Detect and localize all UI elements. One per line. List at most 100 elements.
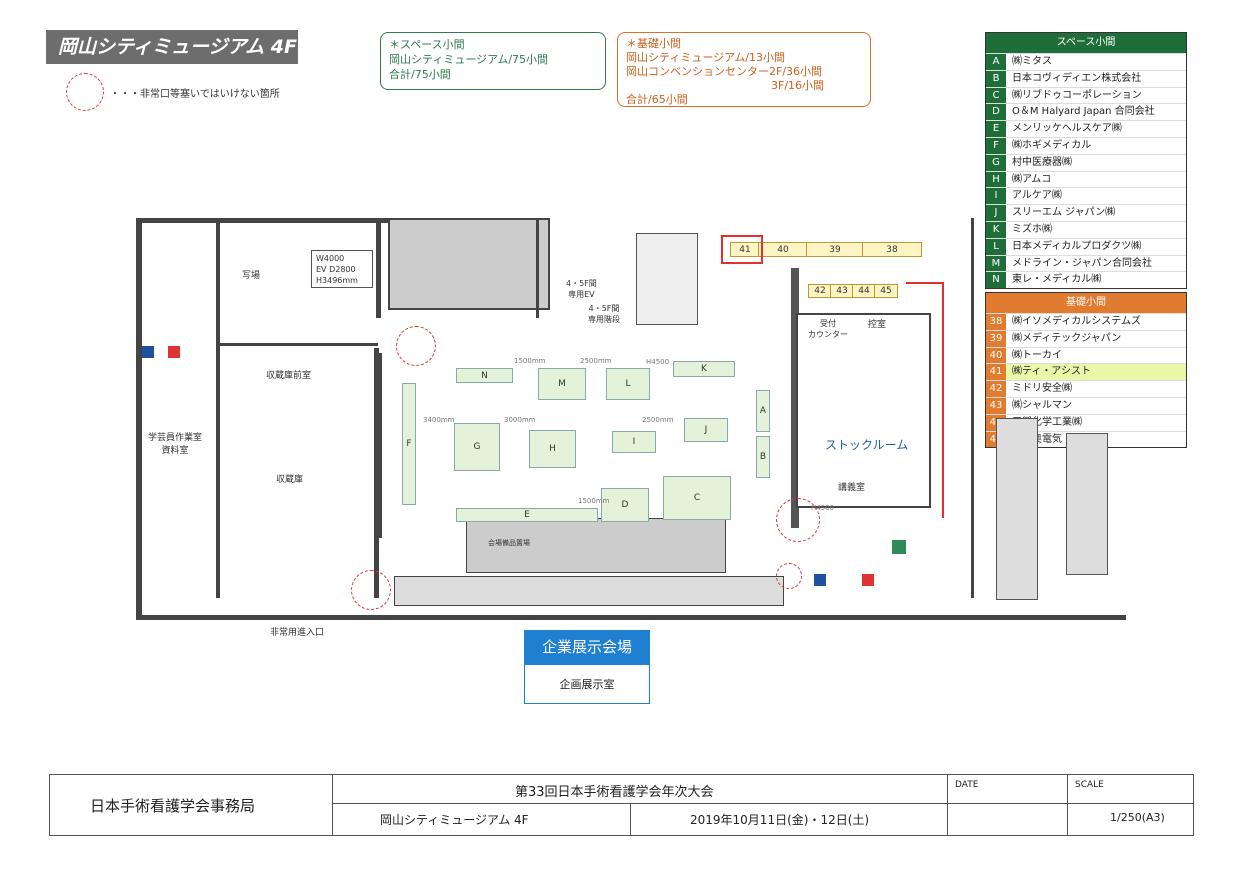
- legend-text: ・・・非常口等塞いではいけない箇所: [110, 89, 280, 100]
- emergency-exit-marker: [776, 498, 820, 542]
- list-item-name: ミズホ㈱: [1012, 223, 1052, 235]
- basic-summary-line: 岡山シティミュージアム/13小間: [626, 51, 786, 64]
- space-list-heading: スペース小間: [986, 33, 1186, 53]
- list-item-key: A: [986, 54, 1006, 70]
- room-photo: 写場: [242, 271, 261, 281]
- dim-label: H4500: [811, 504, 835, 512]
- list-item-name: アルケア㈱: [1012, 190, 1062, 202]
- mens-restroom-icon: [142, 346, 154, 358]
- list-item-key: E: [986, 121, 1006, 137]
- space-booth-n: N: [456, 368, 513, 383]
- basic-booth-39: 39: [806, 242, 864, 257]
- basic-booth-44: 44: [852, 284, 876, 298]
- list-item-key: M: [986, 255, 1006, 272]
- date-label: DATE: [955, 780, 979, 790]
- list-item: 40㈱トーカイ: [986, 346, 1186, 364]
- list-item-key: L: [986, 238, 1006, 255]
- space-booth-l: L: [606, 368, 650, 400]
- room-venue-storage: 会場備品置場: [488, 539, 530, 547]
- room-storage: 収蔵庫: [276, 475, 304, 485]
- list-item: 39㈱メディテックジャパン: [986, 329, 1186, 347]
- wall: [996, 418, 1038, 600]
- space-booth-c: C: [663, 476, 731, 520]
- space-booth-f: F: [402, 383, 416, 505]
- wall: [218, 343, 378, 346]
- dim-label: H4500: [646, 358, 670, 366]
- dim-label: 1500mm: [578, 497, 610, 505]
- list-item-key: I: [986, 188, 1006, 205]
- list-item-name: ㈱トーカイ: [1012, 349, 1062, 361]
- wall: [136, 615, 1126, 620]
- wall: [394, 576, 784, 606]
- list-item: F㈱ホギメディカル: [986, 136, 1186, 154]
- list-item-name: 村中医療器㈱: [1012, 156, 1072, 168]
- basic-booth-43: 43: [830, 284, 854, 298]
- list-item-key: 38: [986, 314, 1006, 330]
- room-reception-line: カウンター: [808, 330, 848, 339]
- list-item-key: B: [986, 70, 1006, 87]
- list-item-name: ミドリ安全㈱: [1012, 383, 1072, 395]
- list-item-key: 39: [986, 330, 1006, 347]
- office-name: 日本手術看護学会事務局: [90, 797, 256, 815]
- wall: [136, 218, 550, 223]
- space-booth-i: I: [612, 431, 656, 453]
- room-ev45-line: 専用EV: [568, 290, 595, 299]
- emergency-exit-marker: [396, 326, 436, 366]
- dim-label: 3000mm: [504, 416, 536, 424]
- space-booth-j: J: [684, 418, 728, 442]
- room-emergency-entrance: 非常用進入口: [270, 628, 325, 638]
- list-item-key: 41: [986, 364, 1006, 381]
- title-block: 日本手術看護学会事務局 第33回日本手術看護学会年次大会 岡山シティミュージアム…: [49, 774, 1194, 836]
- list-item: 43㈱シャルマン: [986, 396, 1186, 414]
- route-line: [906, 282, 944, 284]
- space-booth-e: E: [456, 508, 598, 522]
- space-summary-line: 岡山シティミュージアム/75小間: [389, 53, 549, 66]
- basic-booth-45: 45: [874, 284, 898, 298]
- route-line: [942, 282, 944, 518]
- room-curator-line: 学芸員作業室: [148, 433, 203, 443]
- conference-name: 第33回日本手術看護学会年次大会: [515, 785, 714, 800]
- space-booth-a: A: [756, 390, 770, 432]
- space-booth-d: D: [601, 488, 649, 522]
- space-booth-k: K: [673, 361, 735, 377]
- accessible-restroom-icon: [892, 540, 906, 554]
- list-item-name: ㈱リブドゥコーポレーション: [1012, 89, 1142, 101]
- wall: [388, 218, 550, 310]
- room-storage-front: 収蔵庫前室: [266, 371, 312, 381]
- list-item-name: ㈱ホギメディカル: [1012, 139, 1092, 151]
- list-item: 38㈱イソメディカルシステムズ: [986, 313, 1186, 330]
- list-item-key: D: [986, 104, 1006, 121]
- list-item-key: J: [986, 205, 1006, 221]
- list-item: 41㈱ティ・アシスト: [986, 363, 1186, 381]
- list-item: C㈱リブドゥコーポレーション: [986, 86, 1186, 104]
- space-booth-g: G: [454, 423, 500, 471]
- list-item-key: H: [986, 171, 1006, 188]
- room-curator: 学芸員作業室 資料室: [148, 430, 202, 456]
- dim-label: 2500mm: [642, 416, 674, 424]
- basic-summary-line: 合計/65小間: [626, 93, 688, 106]
- basic-booth-40: 40: [758, 242, 808, 257]
- wall: [971, 218, 974, 598]
- room-lecture: 講義室: [838, 483, 866, 493]
- room-stairs45-line: 4・5F間: [588, 304, 620, 313]
- list-item-name: メドライン・ジャパン合同会社: [1012, 257, 1152, 269]
- exhibit-hall-subtitle: 企画展示室: [524, 664, 650, 704]
- dim-label: 3400mm: [423, 416, 455, 424]
- basic-summary-box: ＊基礎小間 岡山シティミュージアム/13小間 岡山コンベンションセンター2F/3…: [617, 32, 871, 107]
- wall: [791, 268, 799, 528]
- list-item-name: 三興化学工業㈱: [1012, 416, 1082, 428]
- space-summary-line: 合計/75小間: [389, 68, 451, 81]
- basic-booth-38: 38: [862, 242, 922, 257]
- room-reception-line: 受付: [820, 319, 836, 328]
- list-item: M メドライン・ジャパン合同会社: [986, 254, 1186, 272]
- list-item-key: 43: [986, 397, 1006, 414]
- floor-plan: 写場 W4000 EV D2800 H3496mm 収蔵庫前室 収蔵庫 学芸員作…: [136, 218, 1126, 620]
